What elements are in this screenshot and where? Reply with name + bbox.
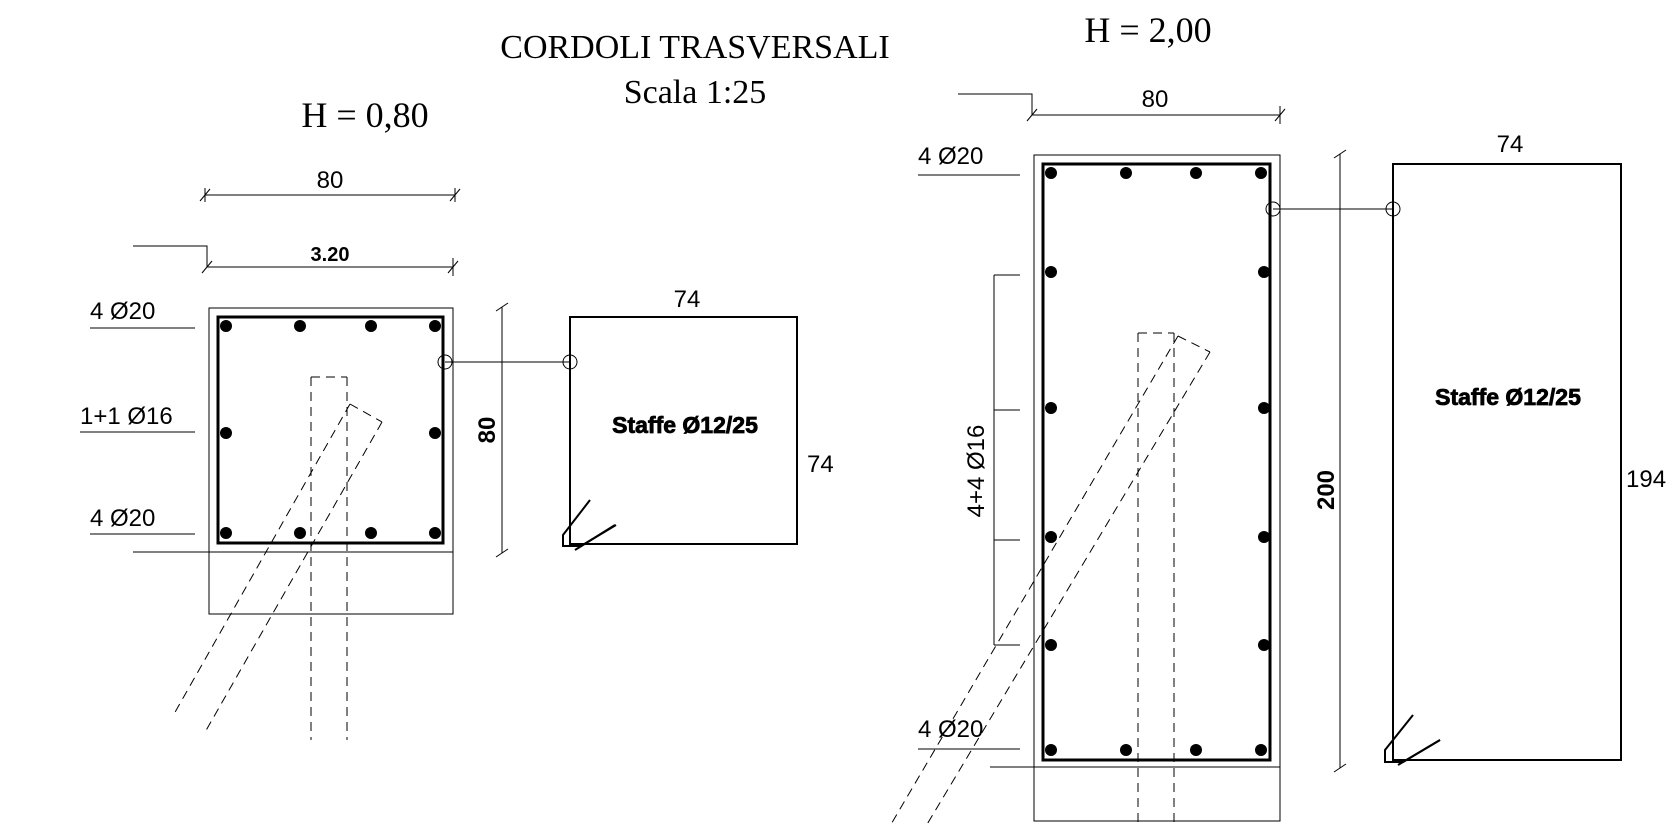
large-stirrup	[1041, 162, 1272, 762]
rebar-dot	[1045, 266, 1057, 278]
rebar-dot	[1120, 744, 1132, 756]
drawing-title: CORDOLI TRASVERSALI	[500, 29, 889, 66]
small-height-dim-label: 80	[474, 417, 501, 444]
large-height-dim-label: 200	[1313, 470, 1340, 510]
large-stirrup-detail-shape	[1392, 163, 1622, 761]
small-stirrup	[216, 315, 445, 545]
small-concrete-outline	[208, 307, 454, 615]
large-top-bars-label: 4 Ø20	[918, 143, 983, 170]
small-width-outer-label: 80	[317, 167, 344, 194]
rebar-dot	[1045, 167, 1057, 179]
large-section-height-label: H = 2,00	[1084, 10, 1211, 50]
large-side-bars-label: 4+4 Ø16	[963, 425, 990, 518]
rebar-dot	[365, 527, 377, 539]
large-stirrup-width-label: 74	[1497, 131, 1524, 158]
rebar-dot	[1190, 744, 1202, 756]
rebar-dot	[429, 320, 441, 332]
small-top-bars-label: 4 Ø20	[90, 298, 155, 325]
rebar-dot	[1255, 744, 1267, 756]
rebar-dot	[1258, 266, 1270, 278]
rebar-dot	[1045, 639, 1057, 651]
rebar-dot	[1045, 744, 1057, 756]
rebar-dot	[1258, 531, 1270, 543]
small-width-inner-label: 3.20	[311, 244, 350, 266]
small-stirrup-width-label: 74	[674, 286, 701, 313]
small-stirrup-label: Staffe Ø12/25	[612, 412, 758, 438]
large-width-outer-label: 80	[1142, 86, 1169, 113]
rebar-dot	[1120, 167, 1132, 179]
rebar-dot	[1045, 531, 1057, 543]
rebar-dot	[220, 527, 232, 539]
rebar-dot	[1258, 402, 1270, 414]
rebar-dot	[365, 320, 377, 332]
small-stirrup-height-label: 74	[807, 451, 834, 478]
drawing-scale: Scala 1:25	[624, 74, 767, 111]
rebar-dot	[220, 427, 232, 439]
rebar-dot	[429, 527, 441, 539]
rebar-dot	[429, 427, 441, 439]
small-section: 80 3.20 4 Ø20 1+1 Ø16	[80, 167, 578, 740]
small-stirrup-detail: 74 74 Staffe Ø12/25	[562, 286, 834, 551]
large-stirrup-label: Staffe Ø12/25	[1435, 384, 1581, 410]
rebar-dot	[1045, 402, 1057, 414]
small-section-height-label: H = 0,80	[301, 95, 428, 135]
rebar-dot	[220, 320, 232, 332]
large-stirrup-detail: 74 194 Staffe Ø12/25	[1384, 131, 1666, 766]
rebar-dot	[1190, 167, 1202, 179]
large-stirrup-height-label: 194	[1626, 466, 1666, 493]
large-concrete-outline	[1033, 154, 1281, 822]
large-bottom-bars-label: 4 Ø20	[918, 716, 983, 743]
large-section: 80 4 Ø20 4 Ø20	[889, 86, 1401, 826]
rebar-dot	[1258, 639, 1270, 651]
small-stirrup-detail-shape	[569, 316, 798, 545]
rebar-dot	[1255, 167, 1267, 179]
small-bottom-bars-label: 4 Ø20	[90, 505, 155, 532]
small-side-bars-label: 1+1 Ø16	[80, 403, 173, 430]
rebar-dot	[294, 527, 306, 539]
rebar-dot	[294, 320, 306, 332]
